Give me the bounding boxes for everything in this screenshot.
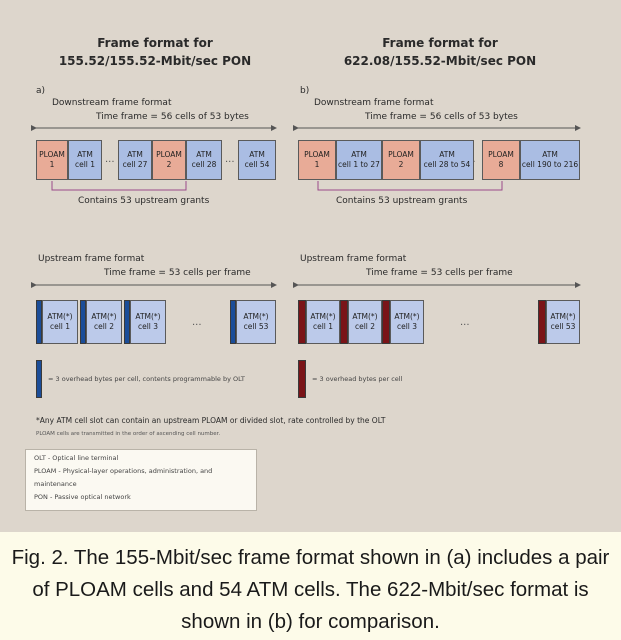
abbrev-pon: PON - Passive optical network (34, 493, 131, 501)
left-upstream-time: Time frame = 53 cells per frame (104, 268, 251, 278)
right-title-line2: 622.08/155.52-Mbit/sec PON (343, 54, 537, 68)
abbreviation-box: OLT - Optical line terminal PLOAM - Phys… (25, 449, 257, 511)
left-upstream-ellipsis: ··· (192, 320, 202, 331)
abbrev-ploam: PLOAM - Physical-layer operations, admin… (34, 467, 213, 488)
right-us-cell-3: ATM(*)cell 3 (390, 300, 424, 344)
right-panel-letter: b) (300, 86, 310, 96)
diagram-lines: ··· ··· ··· ··· ··· (31, 125, 581, 331)
right-upstream-label: Upstream frame format (300, 254, 407, 264)
frame-format-diagram: ··· ··· ··· ··· ··· Frame format for 155… (0, 0, 621, 532)
left-grants-bracket (51, 181, 187, 191)
left-us-cell-2: ATM(*)cell 2 (86, 300, 122, 344)
right-downstream-label: Downstream frame format (314, 98, 434, 108)
left-us-cell-3: ATM(*)cell 3 (130, 300, 166, 344)
left-legend-swatch (36, 360, 42, 398)
left-upstream-label: Upstream frame format (38, 254, 145, 264)
left-downstream-time: Time frame = 56 cells of 53 bytes (96, 112, 249, 122)
figure-caption: Fig. 2. The 155-Mbit/sec frame format sh… (0, 532, 621, 640)
right-us-overhead-3 (382, 300, 390, 344)
right-us-overhead-53 (538, 300, 546, 344)
right-upstream-time: Time frame = 53 cells per frame (366, 268, 513, 278)
left-us-overhead-3 (124, 300, 130, 344)
footnote-small: PLOAM cells are transmitted in the order… (36, 431, 221, 437)
left-us-overhead-53 (230, 300, 236, 344)
right-us-overhead-2 (340, 300, 348, 344)
right-upstream-ellipsis: ··· (460, 320, 470, 331)
caption-text: Fig. 2. The 155-Mbit/sec frame format sh… (11, 546, 610, 633)
right-us-overhead-1 (298, 300, 306, 344)
left-us-overhead-2 (80, 300, 86, 344)
left-panel-letter: a) (36, 86, 46, 96)
right-legend-text: = 3 overhead bytes per cell (312, 375, 403, 383)
right-downstream-time: Time frame = 56 cells of 53 bytes (365, 112, 518, 122)
right-grants-bracket (317, 181, 503, 191)
left-us-cell-1: ATM(*)cell 1 (42, 300, 78, 344)
left-title-line1: Frame format for (97, 36, 213, 50)
left-legend-text: = 3 overhead bytes per cell, contents pr… (48, 375, 245, 383)
left-grants-label: Contains 53 upstream grants (78, 196, 210, 206)
abbrev-olt: OLT - Optical line terminal (34, 454, 119, 462)
left-downstream-ellipsis-2: ··· (225, 157, 235, 168)
left-title-line2: 155.52/155.52-Mbit/sec PON (58, 54, 252, 68)
footnote: *Any ATM cell slot can contain an upstre… (36, 416, 386, 425)
right-us-cell-1: ATM(*)cell 1 (306, 300, 340, 344)
right-legend-swatch (298, 360, 306, 398)
left-us-cell-53: ATM(*)cell 53 (236, 300, 276, 344)
right-grants-label: Contains 53 upstream grants (336, 196, 468, 206)
left-downstream-ellipsis-1: ··· (105, 157, 115, 168)
left-downstream-label: Downstream frame format (52, 98, 172, 108)
left-us-overhead-1 (36, 300, 42, 344)
right-us-cell-53: ATM(*)cell 53 (546, 300, 580, 344)
right-title-line1: Frame format for (382, 36, 498, 50)
right-us-cell-2: ATM(*)cell 2 (348, 300, 382, 344)
